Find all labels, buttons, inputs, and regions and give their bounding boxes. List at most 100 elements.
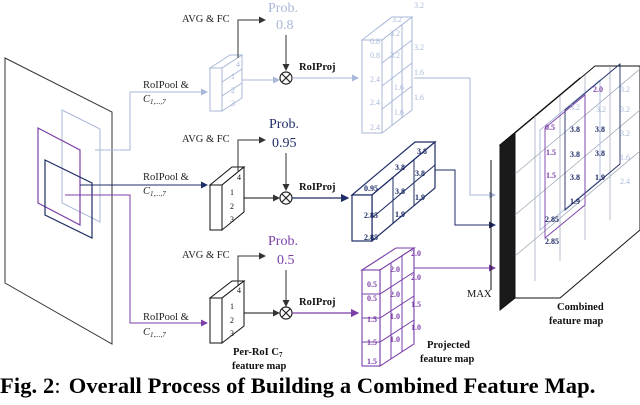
map-value: 3.2 [596,105,606,114]
map-value: 3.8 [570,173,580,182]
map-value: 2.0 [411,249,421,258]
input-image [4,57,113,345]
map-value: 3.8 [395,163,405,172]
c-label-top: C1,...,7 [143,94,166,106]
map-value: 1.6 [620,153,630,162]
map-value: 1.6 [394,108,404,117]
prob-value-middle: 0.95 [272,136,297,151]
map-value: 0.8 [370,51,380,60]
multiply-icon [279,71,293,85]
map-value: 3.2 [570,103,580,112]
branch-middle: RoIPool & C1,...,7 1 2 3 4 AVG & FC Prob… [143,117,437,243]
multiply-icon [279,191,293,205]
cube-num-4: 4 [237,286,241,295]
cube-num-4: 4 [237,173,241,182]
cube-num-3: 3 [230,215,234,224]
per-roi-label-line2: feature map [232,361,286,372]
map-value: 3.8 [570,150,580,159]
input-connectors [65,88,208,327]
caption-colon: : [54,373,61,398]
projected-label-line2: feature map [420,354,474,365]
map-value: 2.85 [364,211,378,220]
prob-value-top: 0.8 [276,18,294,33]
roipool-label-middle: RoIPool & [143,172,189,183]
prob-value-bottom: 0.5 [277,253,295,268]
map-value: 1.5 [367,315,377,324]
roiproj-label-middle: RoIProj [299,182,336,193]
map-value: 1.5 [546,171,556,180]
map-value: 3.2 [392,15,402,24]
combined-overlay-boxes [539,63,621,239]
combined-label-line2: feature map [549,316,603,327]
map-value: 1.5 [367,357,377,366]
map-value: 2.0 [390,290,400,299]
map-value: 2.0 [411,273,421,282]
map-value: 3.2 [390,51,400,60]
map-value: 3.2 [414,1,424,10]
map-value: 2.4 [370,75,380,84]
cube-num-1: 1 [230,302,234,311]
caption-fig: Fig. 2 [0,373,55,398]
map-value: 3.2 [390,29,400,38]
figure-caption: Fig. 2:Overall Process of Building a Com… [0,373,640,405]
cube-num-2: 2 [230,316,234,325]
roi-box-purple [37,127,81,226]
merge-connectors [414,77,496,290]
per-roi-label: Per-RoI C7 [233,347,283,359]
cube-num-1: 1 [230,188,234,197]
map-value: 1.5 [546,148,556,157]
roiproj-label-bottom: RoIProj [299,297,336,308]
map-value: 1.5 [367,338,377,347]
map-value: 2.4 [370,123,380,132]
map-value: 3.8 [395,187,405,196]
combined-label-line1: Combined [557,302,604,313]
prob-label-top: Prob. [268,1,298,16]
map-value: 0.5 [545,123,555,132]
cube-num-1: 1 [231,72,235,81]
avg-fc-bottom: AVG & FC [182,250,230,261]
projected-label-line1: Projected [427,340,470,351]
c-label-bottom: C1,...,7 [143,327,166,339]
map-value: 1.9 [415,193,425,202]
roipool-label-bottom: RoIPool & [143,312,189,323]
map-value: 2.0 [390,265,400,274]
map-value: 1.6 [414,93,424,102]
map-value: 2.4 [620,177,630,186]
projected-values-top: 3.2 3.2 3.2 3.2 0.8 3.2 0.8 1.6 1.6 2.4 … [370,1,424,132]
multiply-icon [279,306,293,320]
map-value: 3.8 [415,169,425,178]
feature-cube-top: 1 2 3 4 [208,54,244,112]
map-value: 3.8 [595,125,605,134]
map-value: 3.2 [620,105,630,114]
map-value: 1.0 [411,323,421,332]
roi-box-navy [44,159,93,239]
cube-num-2: 2 [231,86,235,95]
map-value: 1.6 [394,83,404,92]
projected-values-middle: 3.8 3.8 3.8 0.95 3.8 1.9 2.85 1.9 2.85 [364,147,427,242]
map-value: 1.6 [414,68,424,77]
projected-map-bottom [360,246,416,368]
prob-label-bottom: Prob. [268,234,298,249]
map-value: 2.85 [545,215,559,224]
map-value: 0.8 [370,37,380,46]
cube-num-2: 2 [230,202,234,211]
cube-num-3: 3 [230,329,234,338]
map-value: 3.8 [595,149,605,158]
map-value: 1.9 [395,210,405,219]
map-value: 2.4 [370,98,380,107]
cube-num-3: 3 [231,99,235,108]
map-value: 2.85 [545,237,559,246]
cube-num-4: 4 [236,60,240,69]
combined-values: 2.0 3.2 0.5 3.2 3.2 3.2 3.8 3.8 3.8 1.5 … [545,85,630,246]
map-value: 3.2 [414,43,424,52]
max-label: MAX [467,289,492,300]
projected-values-bottom: 2.0 2.0 2.0 0.5 2.0 0.5 1.5 1.0 1.5 1.0 … [367,249,421,366]
map-value: 2.0 [593,85,603,94]
map-value: 0.5 [367,280,377,289]
roipool-label-top: RoIPool & [143,80,189,91]
map-value: 1.0 [390,312,400,321]
roiproj-label-top: RoIProj [299,62,336,73]
map-value: 3.2 [620,85,630,94]
branch-top: RoIPool & C1,...,7 1 2 3 4 AVG & FC Prob… [143,1,424,135]
